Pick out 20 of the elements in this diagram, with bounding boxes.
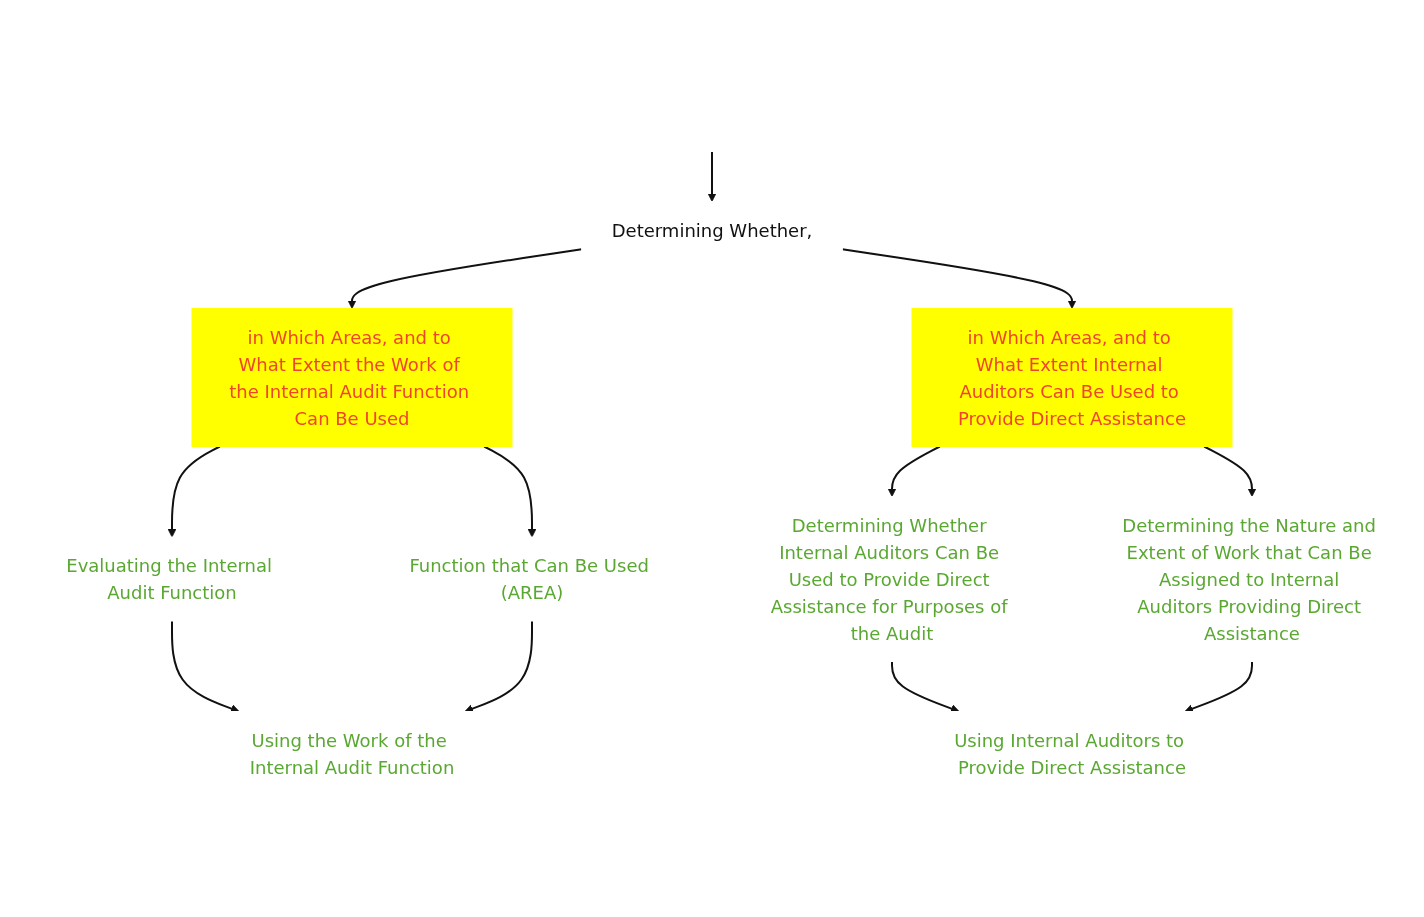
arrow [347,248,583,309]
node-text: Using the Work of the Internal Audit Function [249,729,455,778]
node-text: Using Internal Auditors to Provide Direct Assistance [954,729,1186,778]
arrow [167,445,221,538]
arrow [841,248,1077,309]
arrow [887,445,941,497]
arrow [483,445,537,538]
node-text: Evaluating the Internal Audit Function [66,555,273,603]
node-text: Determining the Nature and Extent of Work that Can Be Assigned to Internal Auditors Providing Direct Assistance [1122,514,1376,644]
arrow [1184,660,1253,713]
arrow [707,150,717,202]
arrow [891,660,960,713]
arrow [1203,445,1257,497]
node-text: Determining Whether Internal Auditors Can Be Used to Provide Direct Assistance for Purposes of the Audit [770,514,1008,644]
node-box: in Which Areas, and to What Extent the Work of the Internal Audit Function Can Be Used [191,308,513,447]
arrow [171,620,240,713]
node-text: Determining Whether, [611,219,813,241]
node-box: in Which Areas, and to What Extent Internal Auditors Can Be Used to Provide Direct Assistance [911,308,1233,447]
node-text: Function that Can Be Used (AREA) [409,555,649,603]
arrow [464,620,533,713]
